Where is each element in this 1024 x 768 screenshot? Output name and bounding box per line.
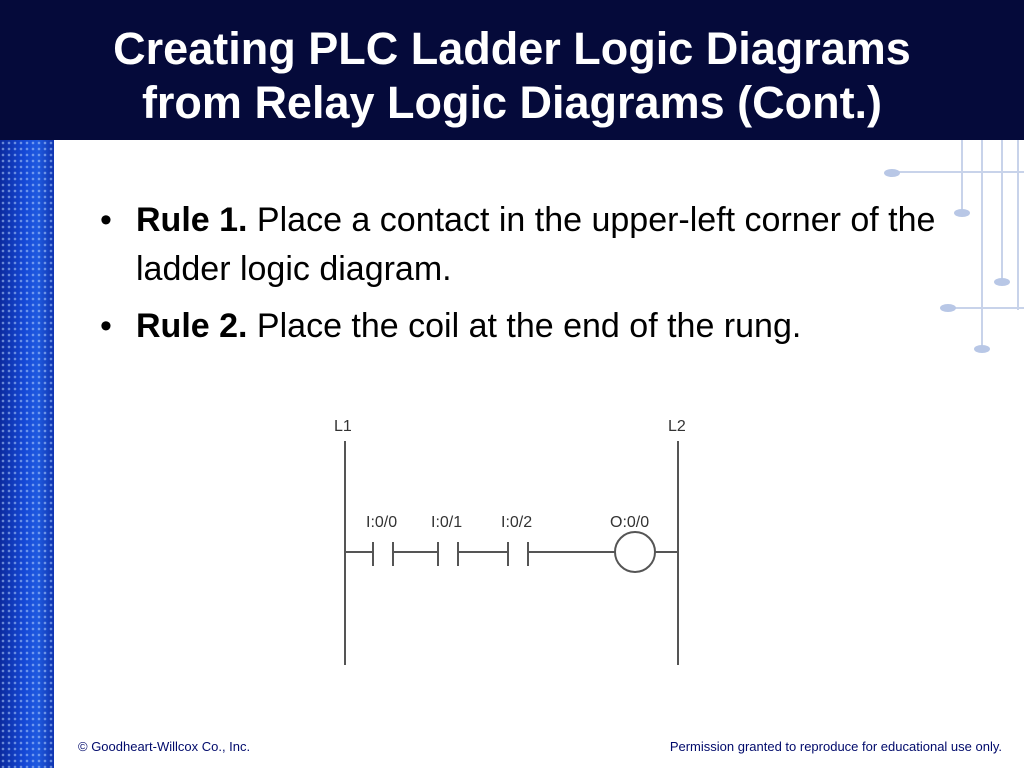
bullet-rule-1: • Rule 1. Place a contact in the upper-l… <box>100 201 936 288</box>
rung-1 <box>345 531 678 573</box>
contact-label-i01: I:0/1 <box>431 514 462 531</box>
output-coil <box>614 531 656 573</box>
rule-2-text: Place the coil at the end of the rung. <box>247 307 802 345</box>
left-rail-label: L1 <box>334 418 352 435</box>
rule-2-label: Rule 2. <box>136 307 248 345</box>
rule-1-label: Rule 1. <box>136 201 248 239</box>
contact-label-i00: I:0/0 <box>366 514 397 531</box>
decorative-sidebar <box>0 140 54 768</box>
bullet-rule-2: • Rule 2. Place the coil at the end of t… <box>100 307 802 345</box>
slide-title-line2: from Relay Logic Diagrams (Cont.) <box>141 77 883 128</box>
circuit-decoration <box>884 140 1024 353</box>
bullet-list: • Rule 1. Place a contact in the upper-l… <box>100 196 960 359</box>
slide-title-line1: Creating PLC Ladder Logic Diagrams <box>113 23 911 74</box>
copyright-notice: © Goodheart-Willcox Co., Inc. <box>78 739 251 754</box>
permission-notice: Permission granted to reproduce for educ… <box>669 739 1002 754</box>
title-bar: Creating PLC Ladder Logic Diagrams from … <box>0 0 1024 140</box>
right-rail-label: L2 <box>668 418 686 435</box>
contact-label-i02: I:0/2 <box>501 514 532 531</box>
slide-title: Creating PLC Ladder Logic Diagrams from … <box>0 22 1024 130</box>
ladder-logic-diagram: L1 L2 I:0/0 I:0/1 I:0/2 O:0/0 <box>334 418 686 665</box>
rule-1-text: Place a contact in the upper-left corner… <box>136 201 936 288</box>
coil-label-o00: O:0/0 <box>610 514 649 531</box>
